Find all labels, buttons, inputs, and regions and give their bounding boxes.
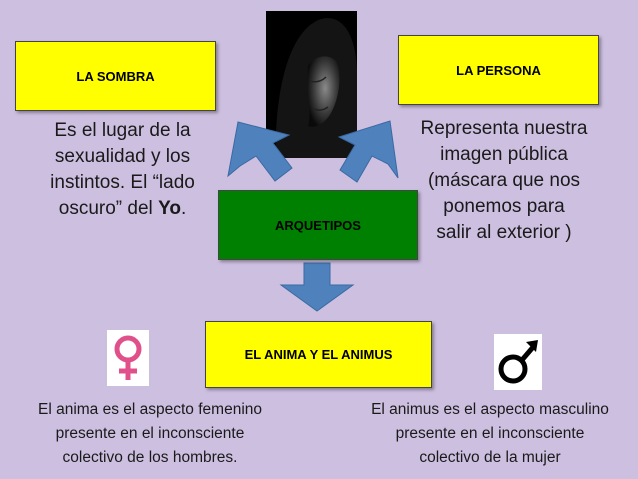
persona-line-3: (máscara que nos (427, 170, 581, 191)
sombra-line-1: Es el lugar de la (54, 120, 191, 141)
sombra-box: LA SOMBRA (15, 41, 216, 111)
arrow-to-sombra (227, 121, 293, 182)
female-symbol-icon (107, 330, 149, 386)
persona-line-5: salir al exterior ) (436, 222, 572, 243)
anima-animus-box: EL ANIMA Y EL ANIMUS (205, 321, 432, 388)
animus-line-3: colectivo de la mujer (419, 449, 561, 466)
animus-line-1: El animus es el aspecto masculino (371, 401, 609, 418)
sombra-line-4: oscuro” del Yo. (20, 196, 225, 222)
anima-description: El anima es el aspecto femenino presente… (10, 398, 290, 470)
anima-line-1: El anima es el aspecto femenino (37, 401, 263, 418)
hooded-figure-photo (266, 11, 357, 158)
sombra-line-4-end: . (180, 198, 187, 219)
animus-description: El animus es el aspecto masculino presen… (350, 398, 630, 470)
anima-line-2: presente en el inconsciente (55, 425, 245, 442)
arquetipos-label: ARQUETIPOS (275, 217, 361, 233)
sombra-line-2: sexualidad y los (54, 146, 191, 167)
sombra-line-3: instintos. El “lado (50, 172, 195, 193)
male-symbol-icon (494, 334, 542, 390)
persona-line-2: imagen pública (440, 144, 568, 165)
anima-animus-label: EL ANIMA Y EL ANIMUS (244, 347, 393, 362)
persona-description: Representa nuestra imagen pública (másca… (398, 116, 610, 246)
anima-line-3: colectivo de los hombres. (62, 449, 238, 466)
persona-label: LA PERSONA (456, 62, 541, 78)
animus-line-2: presente en el inconsciente (395, 425, 585, 442)
persona-line-1: Representa nuestra (420, 118, 588, 139)
persona-box: LA PERSONA (398, 35, 599, 105)
arquetipos-box: ARQUETIPOS (218, 190, 418, 260)
sombra-description: Es el lugar de la sexualidad y los insti… (20, 118, 225, 222)
arrow-to-anima (279, 262, 355, 312)
sombra-label: LA SOMBRA (76, 68, 155, 84)
sombra-line-4-text: oscuro” del (58, 198, 159, 219)
sombra-bold-yo: Yo (158, 198, 181, 219)
arrow-to-persona (337, 120, 399, 183)
persona-line-4: ponemos para (443, 196, 565, 217)
